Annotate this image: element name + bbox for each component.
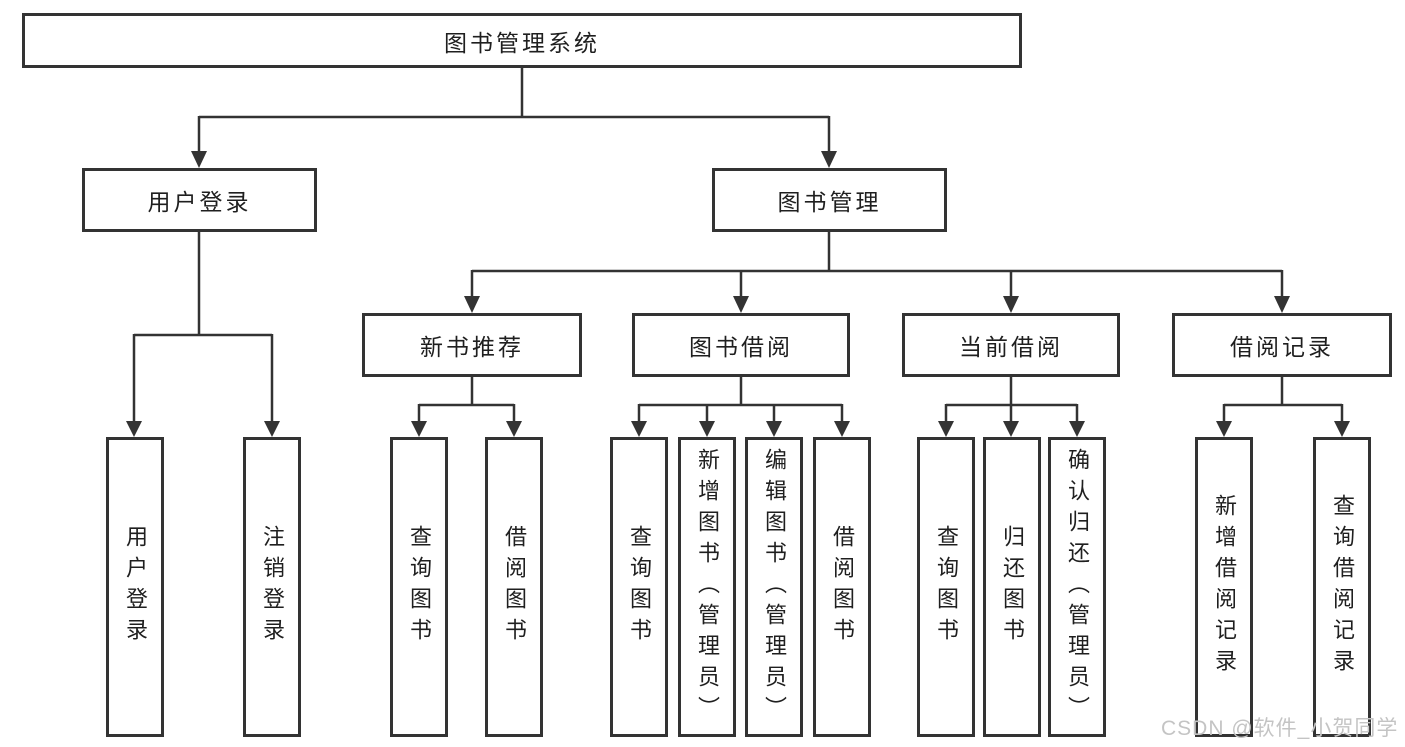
leaf-label: 查询图书 xyxy=(407,525,432,649)
leaf-label: 用户登录 xyxy=(123,525,148,649)
leaf-logout-login: 注销登录 xyxy=(243,437,301,737)
leaf-label: 查询图书 xyxy=(934,525,959,649)
arrowheads xyxy=(126,151,1350,437)
leaf-return-books: 归还图书 xyxy=(983,437,1041,737)
leaf-label: 借阅图书 xyxy=(502,525,527,649)
leaf-borrow-books: 借阅图书 xyxy=(485,437,543,737)
leaf-label: 新增图书（管理员） xyxy=(695,447,720,727)
leaf-borrow-books: 借阅图书 xyxy=(813,437,871,737)
node-book-borrowing: 图书借阅 xyxy=(632,313,850,377)
node-current-borrowing: 当前借阅 xyxy=(902,313,1120,377)
leaf-confirm-return-admin: 确认归还（管理员） xyxy=(1048,437,1106,737)
node-user-login: 用户登录 xyxy=(82,168,317,232)
node-library-system: 图书管理系统 xyxy=(22,13,1022,68)
leaf-edit-books-admin: 编辑图书（管理员） xyxy=(745,437,803,737)
leaf-label: 注销登录 xyxy=(260,525,285,649)
leaf-label: 查询借阅记录 xyxy=(1330,494,1355,680)
leaf-add-books-admin: 新增图书（管理员） xyxy=(678,437,736,737)
leaf-query-borrow-record: 查询借阅记录 xyxy=(1313,437,1371,737)
leaf-query-books: 查询图书 xyxy=(917,437,975,737)
leaf-query-books: 查询图书 xyxy=(390,437,448,737)
leaf-user-login: 用户登录 xyxy=(106,437,164,737)
leaf-label: 新增借阅记录 xyxy=(1212,494,1237,680)
leaf-label: 借阅图书 xyxy=(830,525,855,649)
leaf-label: 确认归还（管理员） xyxy=(1065,447,1090,727)
leaf-label: 查询图书 xyxy=(627,525,652,649)
node-book-management: 图书管理 xyxy=(712,168,947,232)
leaf-add-borrow-record: 新增借阅记录 xyxy=(1195,437,1253,737)
node-new-book-recommendation: 新书推荐 xyxy=(362,313,582,377)
leaf-label: 归还图书 xyxy=(1000,525,1025,649)
leaf-query-books: 查询图书 xyxy=(610,437,668,737)
node-borrowing-records: 借阅记录 xyxy=(1172,313,1392,377)
csdn-watermark: CSDN @软件_小贺同学 xyxy=(1161,717,1399,740)
leaf-label: 编辑图书（管理员） xyxy=(762,447,787,727)
